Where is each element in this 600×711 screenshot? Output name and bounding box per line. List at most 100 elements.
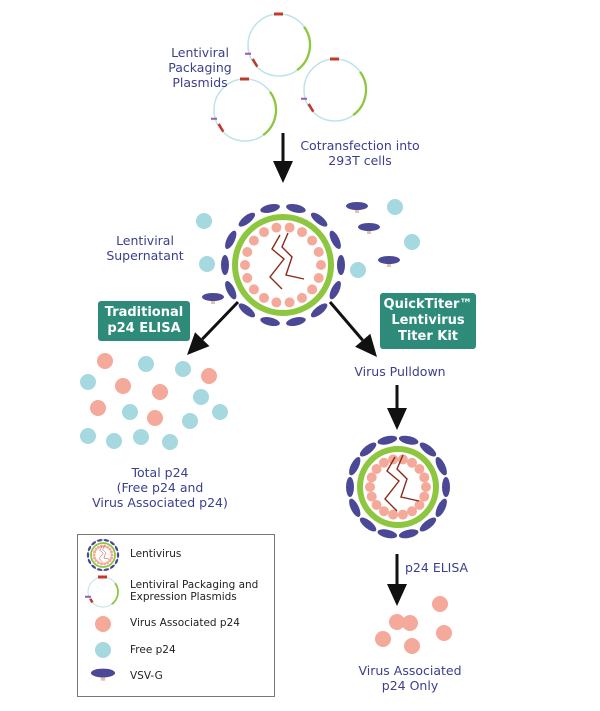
vsv-g-icon — [90, 668, 116, 681]
legend-label: VSV-G — [130, 670, 163, 682]
arrow-icon — [387, 385, 407, 430]
capsid-p24-dot — [407, 506, 417, 517]
label-line: 293T cells — [328, 153, 392, 168]
vsv-g-spike — [96, 568, 103, 571]
plasmid-red-arrow — [307, 103, 315, 113]
free-p24-icon — [95, 642, 111, 658]
capsid-p24-dot — [365, 482, 375, 492]
vsv-g-spike — [310, 212, 328, 227]
lentivirus-icon — [86, 539, 120, 571]
label-line: p24 Only — [381, 678, 439, 693]
legend: Lentivirus Lentiviral Packaging and Expr… — [77, 534, 275, 697]
arrow-icon — [273, 133, 293, 183]
vsv-g-spike — [238, 303, 256, 318]
box-line: p24 ELISA — [107, 321, 181, 336]
label-line: Packaging — [168, 60, 232, 75]
capsid-p24-dot — [109, 556, 113, 560]
vsv-g-spike — [86, 551, 90, 559]
capsid-p24-dot — [271, 297, 282, 308]
capsid-p24-dot — [371, 464, 382, 475]
capsid-p24-dot — [313, 272, 324, 283]
vsv-g-spike — [377, 435, 398, 445]
plasmid-icon — [85, 575, 119, 608]
capsid-p24-dot — [240, 260, 250, 270]
vsv-g-spike — [442, 477, 450, 497]
vsv-g-spike — [96, 539, 103, 542]
plasmid-icon — [245, 12, 312, 77]
plasmid-red-arrow — [251, 58, 259, 68]
plasmid-green-segment — [296, 26, 312, 72]
capsid-p24-dot — [307, 284, 318, 295]
legend-label: Lentivirus — [130, 548, 182, 560]
capsid-p24-dot — [414, 499, 425, 510]
vsv-g-spike — [225, 280, 237, 300]
arrow-icon — [187, 300, 240, 355]
capsid-p24-dot — [419, 472, 430, 483]
vsv-g-spike — [91, 541, 97, 546]
free-p24-dot — [404, 234, 420, 250]
vsv-g-icon — [202, 293, 224, 304]
capsid-p24-dot — [106, 545, 109, 549]
total-p24-label: Total p24 (Free p24 and Virus Associated… — [70, 465, 250, 510]
capsid-p24-dot — [421, 482, 431, 492]
plasmid-red-marker — [98, 575, 107, 579]
virus-associated-p24-icon — [95, 616, 111, 632]
virus-associated-p24-dot — [389, 614, 405, 630]
lentivirus-icon — [86, 539, 120, 571]
virus-associated-p24-dot — [436, 625, 452, 641]
capsid-p24-dot — [307, 235, 318, 246]
free-p24-dot — [182, 413, 198, 429]
vsv-g-icon — [346, 202, 368, 213]
capsid-p24-dot — [99, 562, 103, 566]
virus-associated-p24-dot — [402, 615, 418, 631]
rna-strand — [102, 545, 110, 560]
capsid-p24-dot — [99, 544, 103, 548]
vsv-g-spike — [398, 529, 419, 539]
arrow-shaft — [201, 300, 240, 341]
virus-associated-p24-dot — [97, 353, 113, 369]
capsid-p24-dot — [110, 553, 114, 557]
vsv-g-spike — [103, 568, 110, 571]
vsv-g-spike — [114, 545, 119, 552]
lentivirus-icon — [221, 203, 345, 327]
vsv-g-spike — [109, 541, 115, 546]
label-line: Cotransfection into — [300, 138, 420, 153]
rna-strand — [269, 234, 285, 290]
arrow-head — [273, 161, 293, 183]
free-p24-dot — [199, 256, 215, 272]
capsid-p24-dot — [94, 559, 98, 563]
supernatant-label: Lentiviral Supernatant — [95, 233, 195, 263]
virus-pulldown-label: Virus Pulldown — [354, 364, 446, 379]
vsv-g-spike — [329, 230, 341, 250]
capsid-p24-dot — [97, 545, 100, 549]
capsid-p24-dot — [248, 284, 259, 295]
vsv-g-spike — [221, 255, 229, 275]
capsid-p24-dot — [248, 235, 259, 246]
vsv-g-spike — [435, 498, 447, 518]
virus-associated-p24-dot — [90, 400, 106, 416]
traditional-elisa-box: Traditional p24 ELISA — [98, 301, 190, 341]
capsid-p24-dot — [94, 547, 98, 551]
capsid-p24-dot — [297, 292, 307, 303]
free-p24-dot — [138, 356, 154, 372]
vsv-g-spike — [286, 203, 306, 213]
vsv-g-spike — [329, 280, 341, 300]
capsid-p24-dot — [259, 227, 269, 238]
vsv-g-spike — [225, 230, 237, 250]
vsv-g-spike — [260, 317, 280, 327]
capsid-p24-dot — [242, 272, 253, 283]
plasmid-icon — [301, 57, 368, 122]
legend-icons — [85, 539, 120, 681]
arrow-head — [355, 333, 377, 357]
capsid-p24-dot — [397, 509, 408, 520]
capsid-p24-dot — [316, 260, 326, 270]
plasmid-red-marker — [274, 12, 283, 16]
capsid-p24-dot — [103, 562, 107, 566]
rna-strand — [396, 454, 420, 502]
free-p24-dot — [162, 434, 178, 450]
vsv-g-spike — [87, 558, 92, 565]
free-p24-dot — [212, 404, 228, 420]
arrow-shaft — [328, 301, 364, 342]
vsv-g-spike — [91, 564, 97, 569]
capsid-p24-dot — [419, 491, 430, 502]
